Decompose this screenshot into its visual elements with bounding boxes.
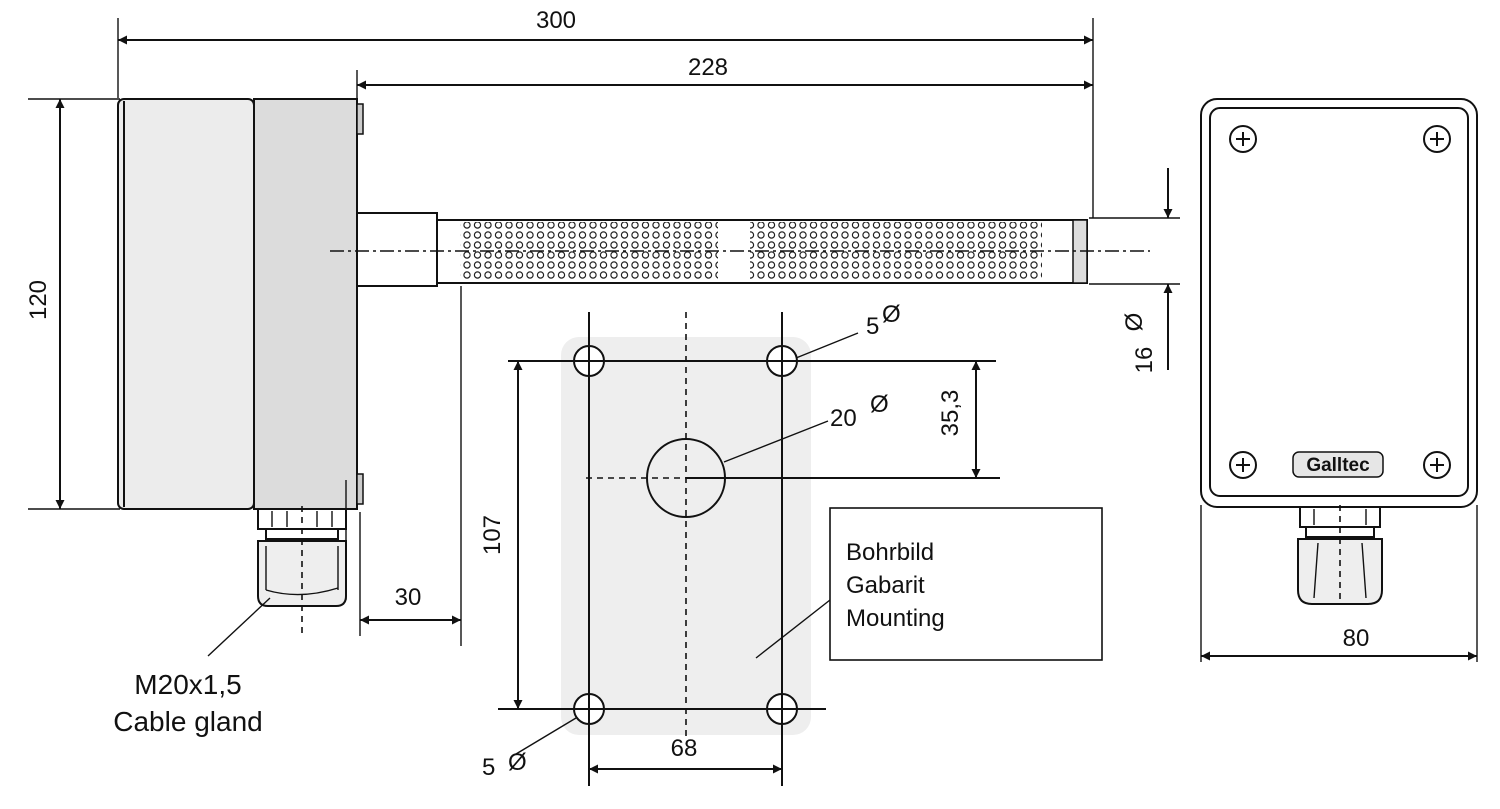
mounting-template: 107 68 35,3 5 Ø 20 Ø 5 Ø Bohrbild Gabari…: [479, 301, 1103, 786]
dim-flange-offset: 30: [395, 584, 422, 611]
mounting-label-fr: Gabarit: [846, 572, 925, 599]
mounting-label-en: Mounting: [846, 605, 945, 632]
screw-icon: [1423, 451, 1451, 479]
diameter-symbol-large: Ø: [870, 391, 889, 418]
screw-icon: [1229, 125, 1257, 153]
screw-icon: [1423, 125, 1451, 153]
dim-housing-height: 120: [25, 280, 52, 320]
dim-hole-offset: 35,3: [937, 390, 964, 437]
cable-gland-label: Cable gland: [113, 706, 262, 737]
dim-hole-spacing-vertical: 107: [479, 515, 506, 555]
front-view: Galltec 80: [1200, 98, 1478, 662]
dim-probe-diameter: 16: [1131, 347, 1158, 374]
dim-hole-small-bottom: 5: [482, 754, 495, 781]
sensor-probe: [330, 212, 1150, 287]
dim-hole-small-top: 5: [866, 313, 879, 340]
diameter-symbol-top: Ø: [882, 301, 901, 328]
housing-body: [253, 98, 358, 510]
diameter-symbol-bottom: Ø: [508, 749, 527, 776]
housing-cover: [117, 98, 255, 510]
dim-hole-large: 20: [830, 405, 857, 432]
side-view: 300 228 120 16 Ø 30 M20x1,5 Cable gland: [25, 7, 1180, 737]
dim-overall-length: 300: [536, 7, 576, 34]
cable-gland-thread-label: M20x1,5: [134, 669, 241, 700]
screw-icon: [1229, 451, 1257, 479]
brand-logo: [1292, 451, 1384, 478]
dim-probe-length: 228: [688, 54, 728, 81]
brand-logo-text: Galltec: [1306, 455, 1370, 476]
cable-gland-front: [1297, 505, 1383, 605]
mounting-label-box: [829, 507, 1103, 661]
dim-hole-spacing-horizontal: 68: [671, 735, 698, 762]
cable-gland: [257, 480, 347, 636]
dim-housing-width: 80: [1343, 625, 1370, 652]
diameter-symbol-probe: Ø: [1121, 313, 1148, 332]
mounting-label-de: Bohrbild: [846, 539, 934, 566]
